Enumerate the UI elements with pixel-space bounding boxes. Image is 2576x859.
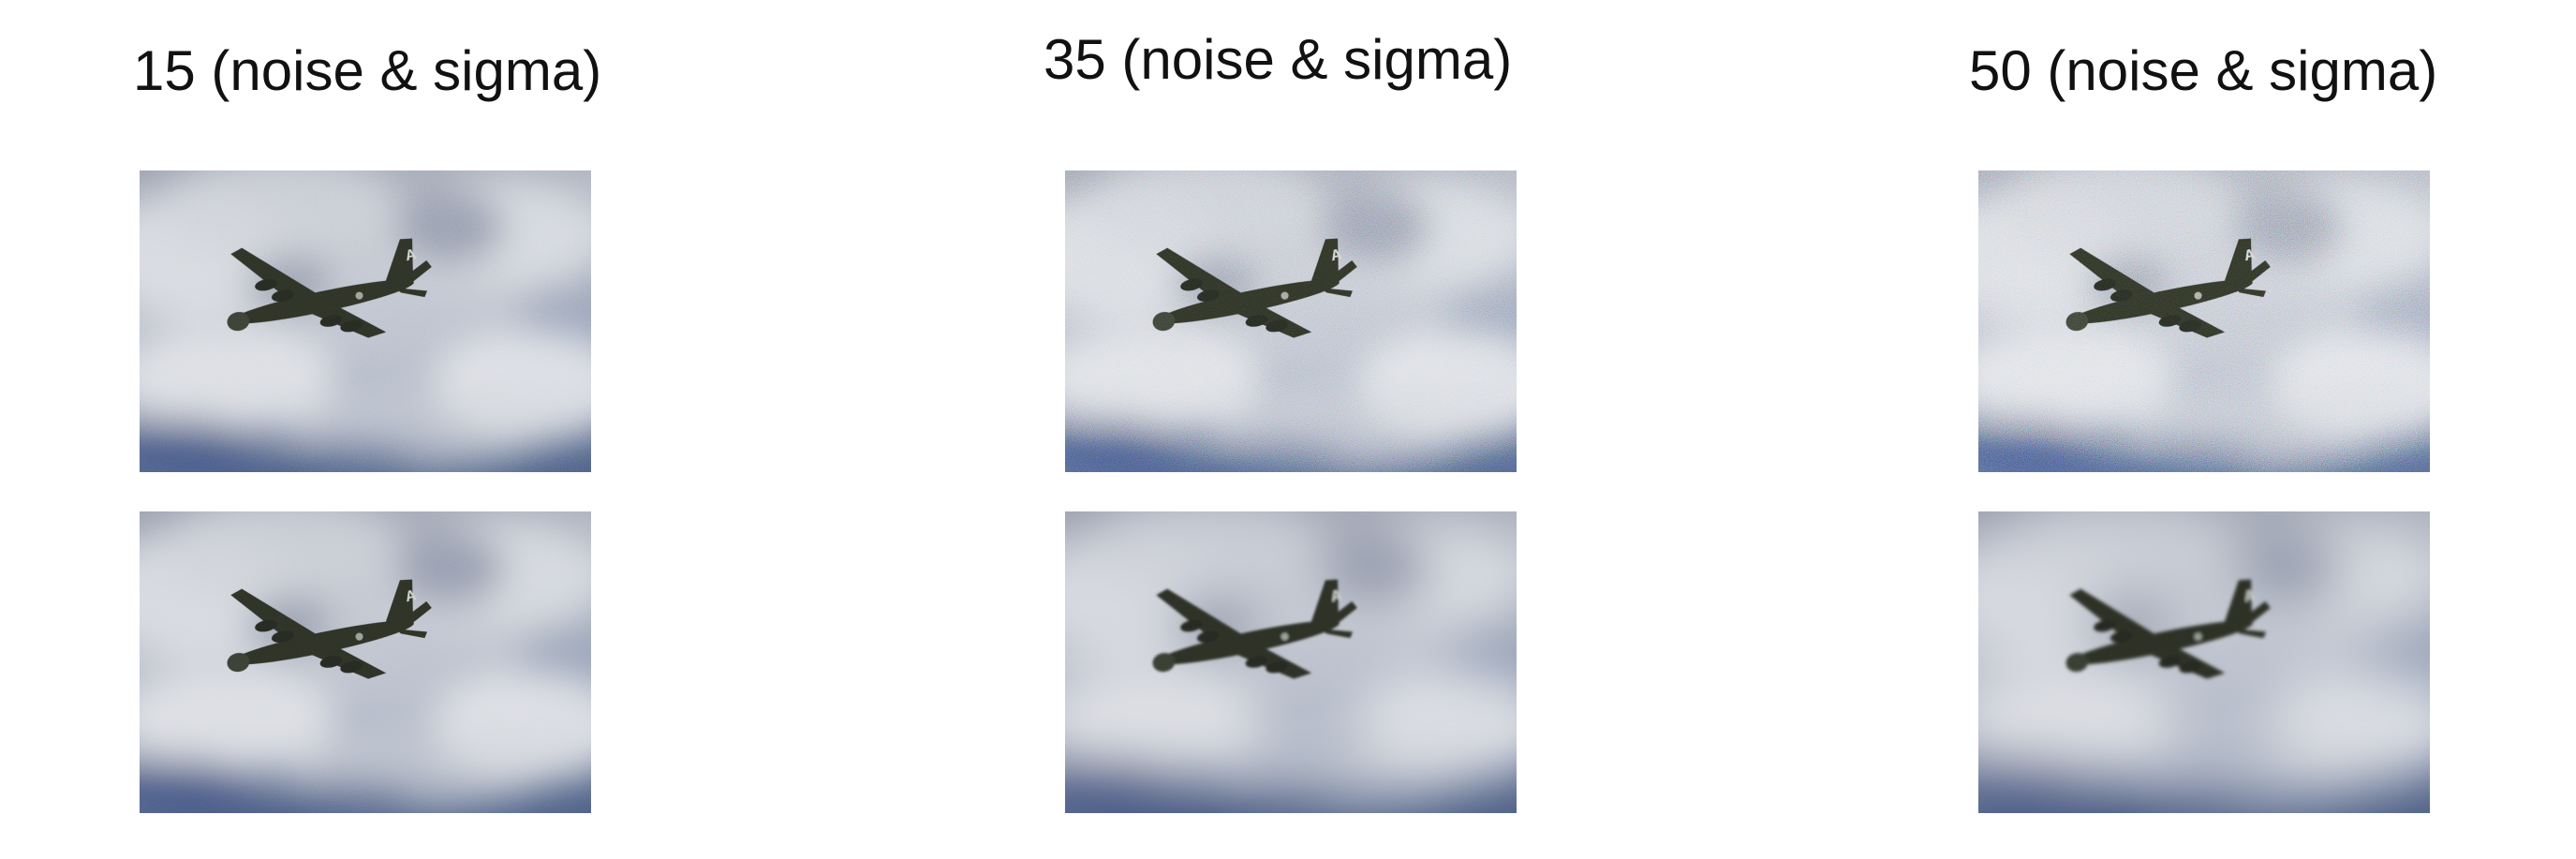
svg-text:A: A: [2243, 587, 2257, 605]
noise-overlay: [140, 511, 591, 813]
noise-overlay: [1065, 170, 1517, 472]
denoised-image-15: A: [140, 511, 591, 813]
noisy-image-35: A: [1065, 170, 1517, 472]
denoised-image-35: A: [1065, 511, 1517, 813]
svg-text:A: A: [1329, 587, 1343, 605]
photo-svg: A: [1065, 170, 1517, 472]
noisy-image-15: A: [140, 170, 591, 472]
photo-svg: A: [140, 511, 591, 813]
column-title-35: 35 (noise & sigma): [1044, 28, 1513, 91]
photo-svg: A: [140, 170, 591, 472]
noise-overlay: [140, 170, 591, 472]
column-title-50: 50 (noise & sigma): [1969, 39, 2438, 102]
noisy-image-50: A: [1978, 170, 2430, 472]
photo-svg: A: [1978, 170, 2430, 472]
noise-overlay: [1065, 511, 1517, 813]
noise-overlay: [1978, 170, 2430, 472]
aircraft: A: [1152, 579, 1357, 679]
photo-svg: A: [1978, 511, 2430, 813]
column-title-15: 15 (noise & sigma): [133, 39, 602, 102]
denoised-image-50: A: [1978, 511, 2430, 813]
aircraft: A: [2065, 579, 2271, 679]
photo-svg: A: [1065, 511, 1517, 813]
